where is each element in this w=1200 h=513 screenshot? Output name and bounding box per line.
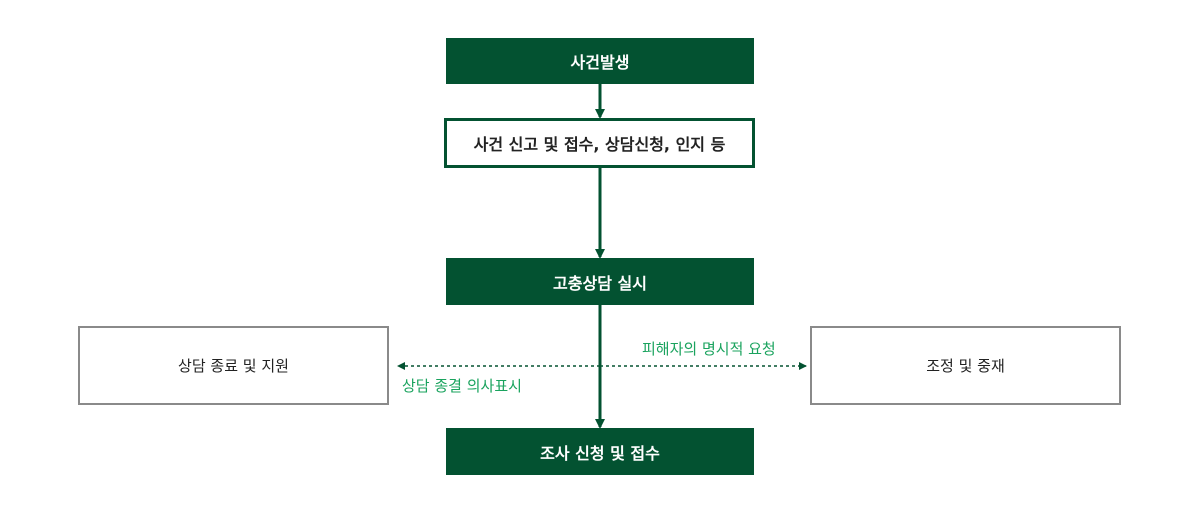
node-end-support: 상담 종료 및 지원 [78,326,389,405]
node-occurrence: 사건발생 [446,38,754,84]
node-mediation: 조정 및 중재 [810,326,1121,405]
node-counseling: 고충상담 실시 [446,258,754,305]
node-investigation: 조사 신청 및 접수 [446,428,754,475]
node-report: 사건 신고 및 접수, 상담신청, 인지 등 [444,118,755,168]
label-end-intent: 상담 종결 의사표시 [402,377,522,395]
label-victim-request: 피해자의 명시적 요청 [642,340,776,358]
